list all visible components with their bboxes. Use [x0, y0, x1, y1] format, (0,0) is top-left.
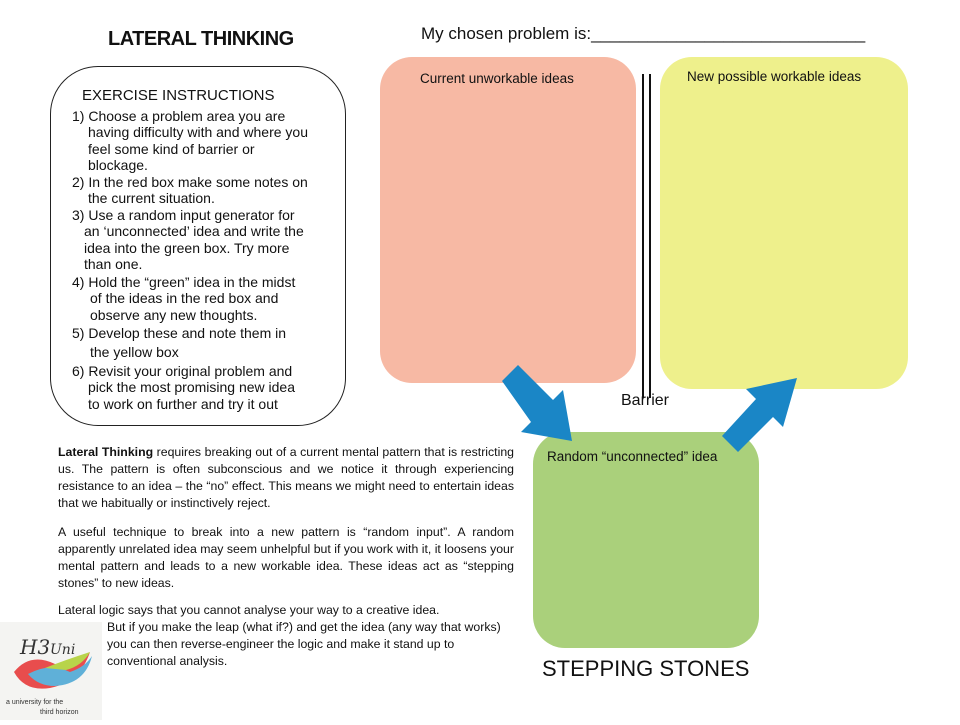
instruction-line: 3) Use a random input generator for — [72, 207, 295, 223]
instruction-line: feel some kind of barrier or — [88, 140, 255, 157]
instruction-line: of the ideas in the red box and — [90, 290, 279, 307]
svg-text:third horizon: third horizon — [40, 709, 79, 716]
h3uni-logo: H3 Uni a university for the third horizo… — [0, 622, 102, 720]
logo-icon: H3 Uni a university for the third horizo… — [6, 635, 92, 716]
instruction-line: 6) Revisit your original problem and — [72, 363, 293, 379]
instruction-line: blockage. — [88, 156, 148, 173]
paragraph-1: Lateral Thinking requires breaking out o… — [58, 444, 514, 512]
instructions-heading: EXERCISE INSTRUCTIONS — [82, 87, 275, 104]
barrier-label: Barrier — [621, 392, 670, 409]
instruction-line: 4) Hold the “green” idea in the midst — [72, 274, 296, 290]
paragraph-2: A useful technique to break into a new p… — [58, 525, 514, 590]
instruction-line: pick the most promising new idea — [88, 379, 295, 396]
arrow-up-right-icon — [722, 378, 797, 452]
instruction-line: to work on further and try it out — [88, 395, 278, 412]
paragraph-1-text: requires breaking out of a current menta… — [58, 445, 514, 510]
barrier-line — [642, 74, 644, 398]
page-title: LATERAL THINKING — [108, 28, 294, 50]
instruction-line: 2) In the red box make some notes on — [72, 174, 308, 190]
stepping-stones-label: STEPPING STONES — [542, 656, 750, 681]
instruction-line: 5) Develop these and note them in — [72, 325, 287, 341]
instruction-line: 1) Choose a problem area you are — [72, 108, 286, 124]
current-ideas-box[interactable] — [380, 57, 636, 383]
instruction-line: than one. — [84, 255, 143, 272]
random-idea-label: Random “unconnected” idea — [547, 449, 718, 464]
svg-text:H3: H3 — [19, 635, 50, 659]
instruction-item: 5) Develop these and note them in the yel… — [72, 324, 286, 362]
random-idea-box[interactable] — [533, 432, 759, 648]
instructions-panel — [50, 66, 346, 426]
barrier-line — [649, 74, 651, 398]
paragraph-3-line1: Lateral logic says that you cannot analy… — [58, 603, 440, 617]
instruction-line: an ‘unconnected’ idea and write the — [84, 223, 304, 240]
svg-text:Uni: Uni — [50, 642, 75, 658]
instruction-line: idea into the green box. Try more — [84, 239, 290, 256]
new-ideas-box[interactable] — [660, 57, 908, 389]
instruction-line: having difficulty with and where you — [88, 124, 308, 141]
arrow-down-right-icon — [502, 365, 572, 441]
lateral-thinking-term: Lateral Thinking — [58, 445, 154, 459]
svg-text:a university for the: a university for the — [6, 699, 63, 706]
instruction-line: the yellow box — [90, 344, 179, 360]
paragraph-3-rest: But if you make the leap (what if?) and … — [107, 620, 501, 668]
instruction-line: observe any new thoughts. — [90, 306, 258, 323]
chosen-problem-field[interactable]: My chosen problem is:___________________… — [421, 24, 866, 43]
new-ideas-label: New possible workable ideas — [687, 69, 862, 84]
instruction-line: the current situation. — [88, 190, 215, 207]
current-ideas-label: Current unworkable ideas — [420, 71, 574, 86]
